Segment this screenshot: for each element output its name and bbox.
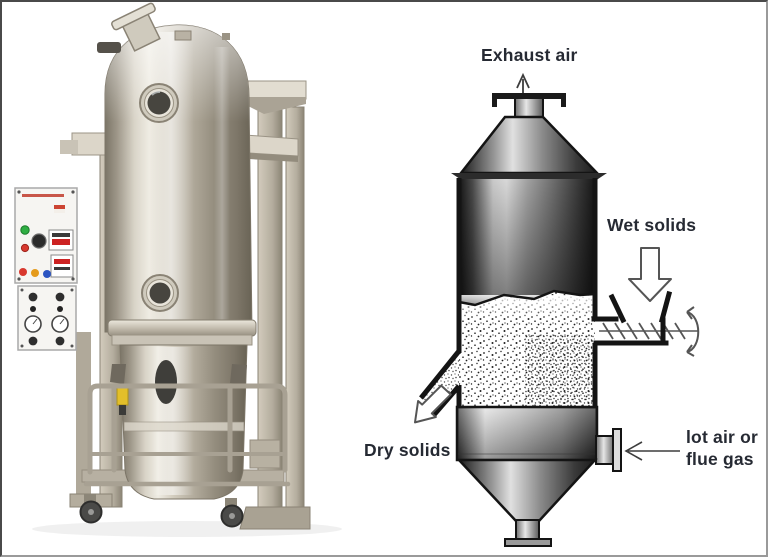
valve-knob bbox=[55, 336, 65, 346]
panel-title-text bbox=[22, 194, 64, 197]
toggle-switch bbox=[57, 306, 63, 312]
fluidized-bed bbox=[459, 291, 595, 406]
trolley-wheel bbox=[79, 494, 103, 524]
clamp-left bbox=[110, 364, 126, 384]
indicator-red bbox=[20, 243, 30, 253]
button-orange bbox=[31, 269, 39, 277]
valve-knob bbox=[55, 292, 65, 302]
feed-hopper bbox=[591, 290, 673, 346]
inlet-arrow-icon bbox=[624, 441, 680, 461]
valve-knob bbox=[28, 292, 38, 302]
wet-solids-label: Wet solids bbox=[607, 215, 697, 235]
dry-solids-label: Dry solids bbox=[364, 440, 451, 460]
machine-photo bbox=[14, 2, 342, 537]
rotation-arrow-icon bbox=[686, 306, 700, 357]
digital-display-1 bbox=[48, 229, 74, 251]
control-panel-lower bbox=[17, 285, 77, 351]
product-bowl bbox=[107, 319, 257, 500]
digital-display-2 bbox=[50, 254, 74, 278]
air-inlet-nozzle bbox=[595, 428, 622, 472]
wet-solids-arrow-icon bbox=[628, 247, 672, 302]
pressure-gauge bbox=[24, 315, 42, 333]
chamber-walls bbox=[456, 178, 598, 408]
inlet-air-label: lot air or flue gas bbox=[686, 426, 758, 470]
indicator-green bbox=[20, 225, 30, 235]
side-stub bbox=[97, 42, 121, 53]
exhaust-nozzle bbox=[492, 93, 566, 118]
bowl-slot bbox=[155, 360, 177, 404]
inlet-air-label-line1: lot air or bbox=[686, 427, 759, 447]
pressure-gauge bbox=[51, 315, 69, 333]
dome-fitting bbox=[174, 30, 192, 41]
top-cone bbox=[458, 115, 600, 175]
button-red bbox=[19, 268, 27, 276]
dryer-vessel bbox=[97, 2, 253, 333]
exhaust-air-label: Exhaust air bbox=[481, 45, 578, 65]
plenum-band bbox=[455, 405, 599, 462]
right-foot bbox=[239, 506, 311, 530]
porthole-window-lower bbox=[141, 274, 179, 312]
top-bracket bbox=[247, 80, 307, 100]
top-nozzle bbox=[111, 2, 161, 52]
inlet-air-label-line2: flue gas bbox=[686, 449, 754, 469]
control-knob bbox=[31, 233, 47, 249]
screw-feeder bbox=[591, 290, 700, 357]
yellow-tag bbox=[116, 386, 129, 406]
control-panel-upper bbox=[14, 187, 78, 284]
dryer-schematic bbox=[414, 72, 700, 547]
toggle-switch bbox=[30, 306, 36, 312]
trolley-railing bbox=[83, 383, 291, 487]
porthole-window-upper bbox=[139, 83, 179, 123]
dry-solids-arrow-icon bbox=[414, 384, 452, 424]
trolley-wheel bbox=[220, 498, 244, 528]
valve-knob bbox=[28, 336, 38, 346]
bottom-cone bbox=[456, 458, 598, 523]
clamp-right bbox=[230, 364, 247, 385]
dome-fitting-small bbox=[222, 33, 230, 40]
bed-surface-line bbox=[458, 289, 596, 307]
button-blue bbox=[43, 270, 51, 278]
bottom-nozzle bbox=[504, 519, 552, 547]
